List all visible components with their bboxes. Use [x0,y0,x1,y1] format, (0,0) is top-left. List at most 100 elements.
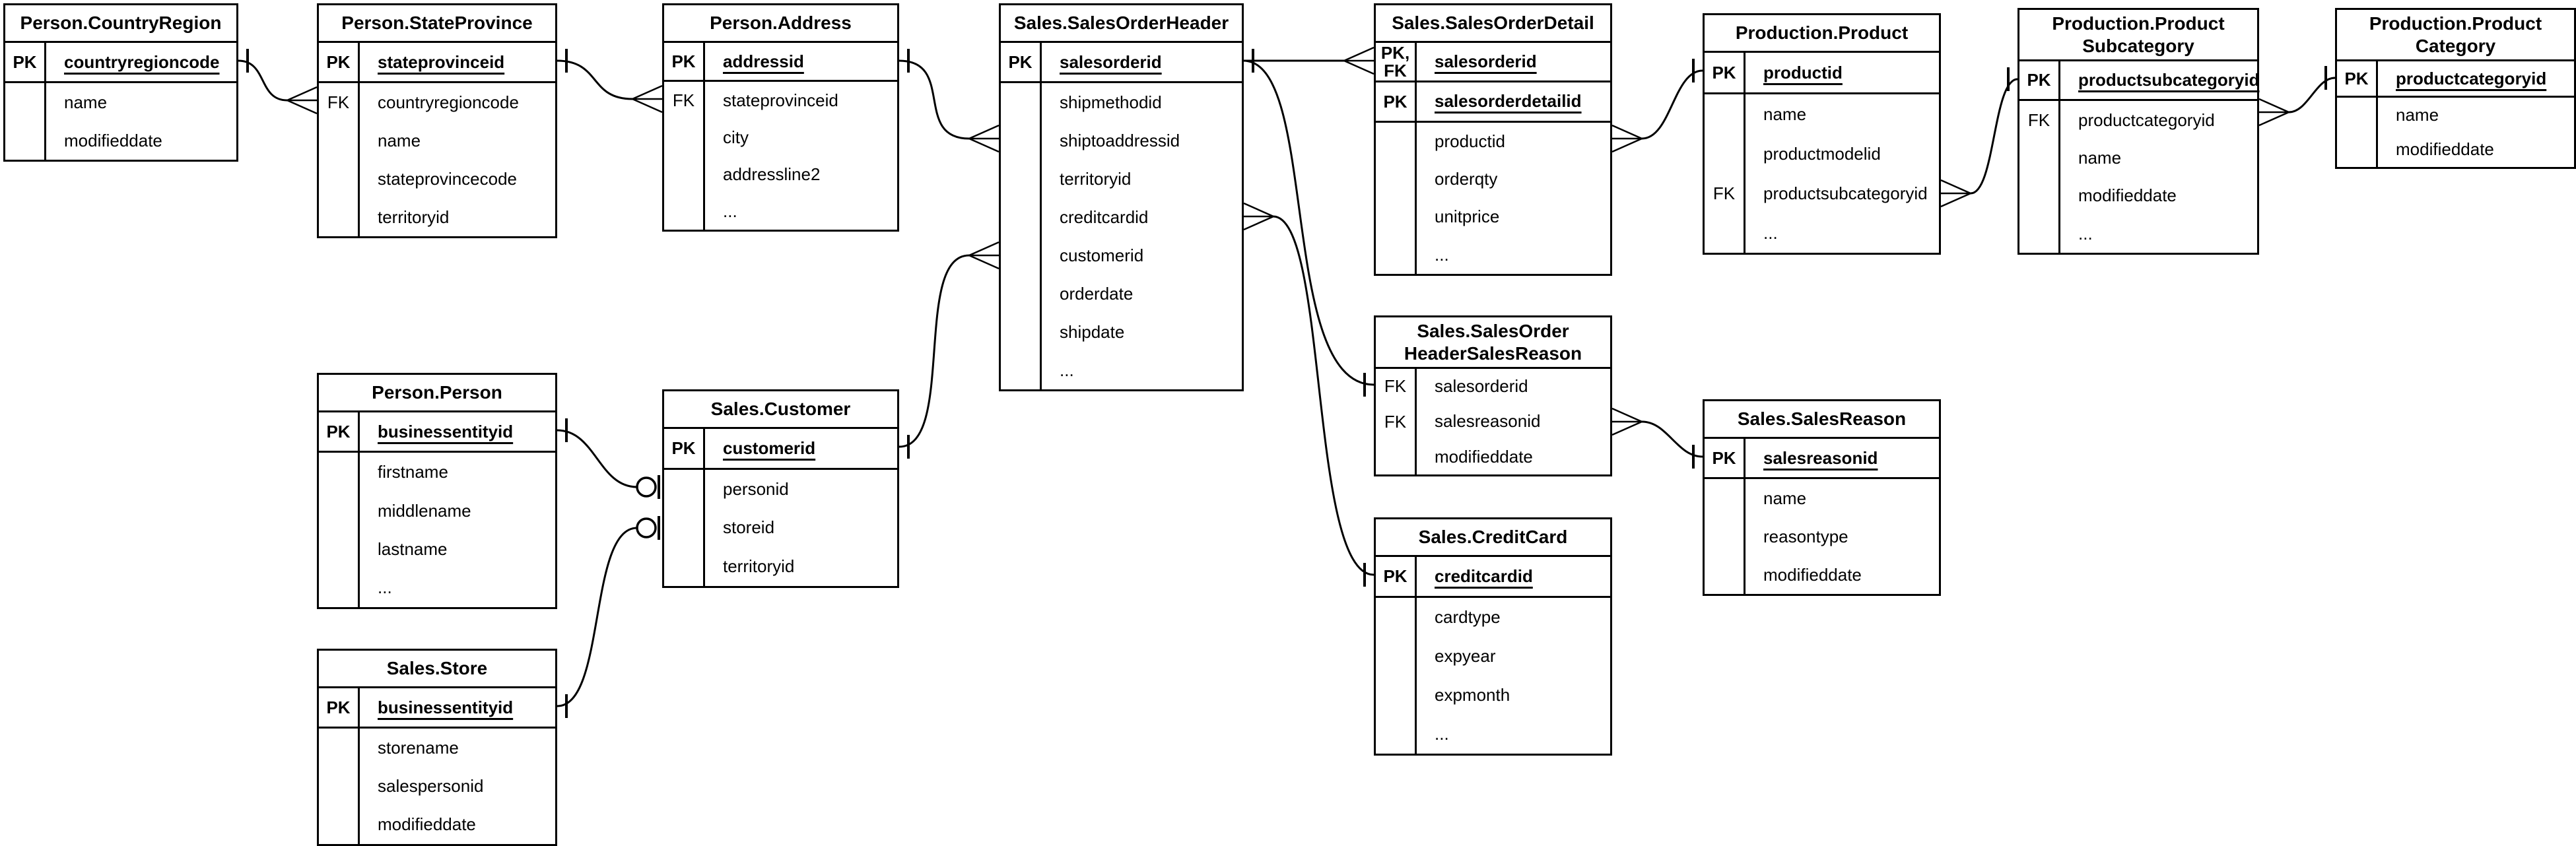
attribute-row: orderdate [1001,275,1242,313]
entity-title-line: Sales.SalesOrder [1417,321,1569,342]
attribute-name: addressid [723,51,804,71]
attribute-name: productsubcategoryid [1763,183,1928,203]
attribute-name: name [2396,105,2439,125]
key-label-line: PK [671,438,696,459]
key-label: PK [2019,61,2060,100]
relationship-production-productsubcategory--production-product [1940,67,2018,208]
key-label: FK [664,82,705,119]
relationship-sales-store--sales-customer [557,516,660,718]
attribute-name: salesorderid [1435,376,1528,397]
attribute-name: shipmethodid [1060,92,1162,112]
key-label-line: PK [1008,51,1033,72]
entity-title: Sales.CreditCard [1376,519,1610,557]
attribute-row: ... [319,568,555,608]
cardinality-zero-circle [636,517,657,538]
attribute-name: expyear [1435,646,1496,666]
key-label [2019,214,2060,253]
relationship-sales-salesreason--sales-salesorderheadersalesreason [1611,407,1703,469]
attribute-row: creditcardid [1001,198,1242,236]
attribute-row: shipmethodid [1001,83,1242,121]
key-label [664,156,705,193]
key-label [319,805,360,844]
key-label-line: FK [2027,110,2051,130]
key-label [1376,439,1417,474]
attribute-name: name [1763,488,1807,508]
key-label-line: FK [1384,60,1407,81]
attribute-name: productid [1763,62,1843,82]
key-label: FK [1705,174,1746,213]
entity-title-line: Person.Address [710,13,852,34]
entity-title: Person.StateProvince [319,5,555,43]
attribute-row: modifieddate [1705,556,1939,594]
cardinality-many-crow-foot [1243,202,1276,231]
attribute-name: salesorderid [1435,51,1537,72]
attribute-name: businessentityid [378,421,514,441]
attribute-row: territoryid [1001,160,1242,198]
key-label-line: PK [1712,62,1736,82]
key-label [5,121,46,160]
attribute-row: name [2337,98,2574,133]
attribute-name: territoryid [723,556,795,577]
attribute-name: modifieddate [1435,446,1533,467]
attribute-row: modifieddate [5,121,236,160]
entity-title: Sales.SalesOrderHeader [1001,5,1242,43]
entity-title-line: Person.StateProvince [341,13,533,34]
key-label [1705,94,1746,134]
key-label [5,83,46,121]
attribute-name: city [723,127,749,147]
cardinality-many-crow-foot [1611,407,1644,436]
attribute-name: salespersonid [378,776,484,797]
attribute-ellipsis: ... [1435,244,1449,265]
key-label [319,767,360,806]
attribute-name: modifieddate [378,814,476,835]
attribute-name: personid [723,478,789,499]
attribute-ellipsis: ... [1763,222,1778,243]
cardinality-many-crow-foot [630,84,663,114]
attribute-row: salespersonid [319,767,555,806]
key-label [664,508,705,548]
key-label-line: FK [1384,376,1407,397]
attribute-row: ... [1376,236,1610,274]
cardinality-many-crow-foot [966,124,1000,153]
attribute-row: addressline2 [664,156,897,193]
key-label: PK,FK [1376,43,1417,81]
attribute-name: orderqty [1435,169,1498,189]
attribute-name: countryregioncode [64,51,220,72]
entity-title-line: Production.Product [2369,13,2542,34]
entity-title-line: Sales.CreditCard [1418,527,1568,548]
attribute-name: productmodelid [1763,143,1881,164]
attribute-name: firstname [378,462,448,482]
key-label [319,198,360,236]
attribute-name: name [378,130,421,150]
key-label: PK [1001,43,1042,81]
entity-title-line: Sales.SalesOrderHeader [1013,13,1229,34]
attribute-name: businessentityid [378,697,514,717]
entity-title-line: HeaderSalesReason [1404,342,1582,364]
attribute-row: shiptoaddressid [1001,121,1242,160]
key-label [1376,598,1417,637]
key-label [1001,160,1042,198]
entity-title-line: Sales.SalesReason [1737,408,1907,430]
